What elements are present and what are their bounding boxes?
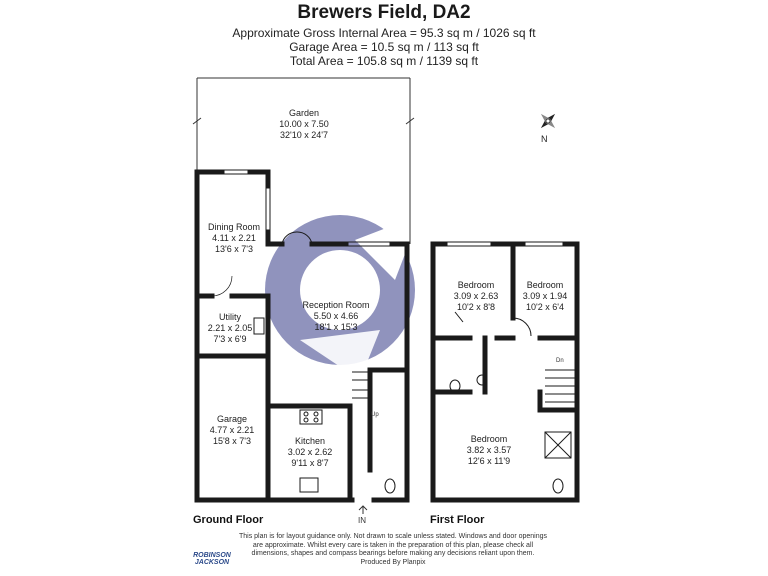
- entrance-arrow-icon: [358, 505, 368, 514]
- compass-rose-icon: [540, 113, 556, 129]
- room-name: Utility: [218, 312, 241, 322]
- room-imperial: 32'10 x 24'7: [280, 130, 328, 140]
- room-label-bedroom-3: Bedroom 3.82 x 3.57 12'6 x 11'9: [467, 434, 512, 467]
- room-metric: 4.77 x 2.21: [209, 425, 255, 435]
- disclaimer-line: This plan is for layout guidance only. N…: [238, 533, 548, 540]
- room-metric: 3.02 x 2.62: [287, 447, 333, 457]
- room-label-bedroom-1: Bedroom 3.09 x 2.63 10'2 x 8'8: [454, 280, 499, 313]
- robinson-jackson-logo: ROBINSON JACKSON: [192, 552, 232, 566]
- room-imperial: 15'8 x 7'3: [213, 436, 251, 446]
- first-floor-label: First Floor: [430, 514, 485, 526]
- watermark-logo-icon: [265, 215, 420, 380]
- room-imperial: 10'2 x 8'8: [457, 302, 495, 312]
- page-title: Brewers Field, DA2: [297, 2, 471, 23]
- stairs-up-label: Up: [371, 412, 379, 418]
- garden-outline: [192, 77, 415, 244]
- ground-windows: [194, 169, 396, 503]
- room-metric: 5.50 x 4.66: [313, 311, 359, 321]
- first-floor-walls: [430, 241, 580, 503]
- room-imperial: 10'2 x 6'4: [526, 302, 564, 312]
- room-name: Garden: [288, 108, 320, 118]
- stairs-down-label: Dn: [556, 358, 564, 364]
- room-metric: 10.00 x 7.50: [279, 119, 329, 129]
- room-imperial: 18'1 x 15'3: [314, 322, 358, 332]
- disclaimer: This plan is for layout guidance only. N…: [228, 533, 558, 567]
- room-name: Reception Room: [302, 300, 370, 310]
- compass-north-label: N: [541, 134, 548, 144]
- room-label-utility: Utility 2.21 x 2.05 7'3 x 6'9: [208, 312, 253, 345]
- room-metric: 2.21 x 2.05: [207, 323, 253, 333]
- disclaimer-line: Produced By Planpix: [360, 558, 426, 566]
- room-name: Kitchen: [294, 436, 326, 446]
- room-name: Bedroom: [470, 434, 508, 444]
- room-metric: 3.82 x 3.57: [466, 445, 512, 455]
- garage-area: Garage Area = 10.5 sq m / 113 sq ft: [289, 40, 479, 54]
- disclaimer-line: dimensions, shapes and compass bearings …: [251, 550, 535, 557]
- logo-line: ROBINSON: [193, 552, 231, 559]
- room-imperial: 13'6 x 7'3: [215, 244, 253, 254]
- room-label-reception-room: Reception Room 5.50 x 4.66 18'1 x 15'3: [302, 300, 369, 333]
- first-windows: [445, 241, 575, 503]
- gross-internal-area: Approximate Gross Internal Area = 95.3 s…: [232, 26, 536, 40]
- room-imperial: 7'3 x 6'9: [213, 334, 247, 344]
- room-label-bedroom-2: Bedroom 3.09 x 1.94 10'2 x 6'4: [523, 280, 568, 313]
- total-area: Total Area = 105.8 sq m / 1139 sq ft: [289, 54, 479, 68]
- ground-floor-label: Ground Floor: [193, 514, 264, 526]
- room-label-garage: Garage 4.77 x 2.21 15'8 x 7'3: [210, 414, 255, 447]
- room-label-kitchen: Kitchen 3.02 x 2.62 9'11 x 8'7: [288, 436, 333, 469]
- disclaimer-line: are approximate. Whilst every care is ta…: [252, 541, 534, 549]
- room-name: Bedroom: [526, 280, 564, 290]
- room-name: Garage: [216, 414, 248, 424]
- room-imperial: 9'11 x 8'7: [291, 458, 329, 468]
- ground-floor-walls: [194, 169, 410, 503]
- room-metric: 3.09 x 1.94: [522, 291, 568, 301]
- room-imperial: 12'6 x 11'9: [467, 456, 511, 466]
- room-name: Dining Room: [207, 222, 261, 232]
- room-metric: 4.11 x 2.21: [212, 233, 256, 243]
- room-label-dining-room: Dining Room 4.11 x 2.21 13'6 x 7'3: [208, 222, 260, 255]
- room-label-garden: Garden 10.00 x 7.50 32'10 x 24'7: [279, 108, 329, 141]
- room-metric: 3.09 x 2.63: [453, 291, 499, 301]
- entrance-label: IN: [358, 516, 366, 525]
- logo-line: JACKSON: [194, 559, 230, 566]
- room-name: Bedroom: [457, 280, 495, 290]
